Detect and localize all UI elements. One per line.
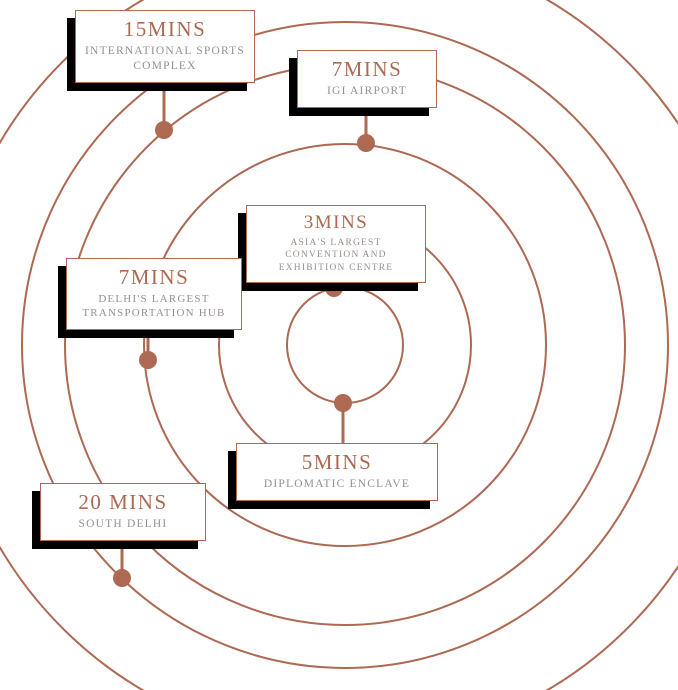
destination-label: ASIA'S LARGEST CONVENTION AND EXHIBITION… bbox=[278, 237, 394, 273]
travel-time: 20 MINS bbox=[78, 490, 168, 514]
location-dot-diplomatic-enclave bbox=[334, 394, 352, 412]
destination-label: DELHI'S LARGEST TRANSPORTATION HUB bbox=[82, 293, 226, 320]
location-dot-south-delhi bbox=[113, 569, 131, 587]
ripple-circle-5 bbox=[21, 21, 669, 669]
location-dot-transportation-hub bbox=[139, 351, 157, 369]
travel-time: 3MINS bbox=[303, 212, 369, 233]
distance-card-convention-centre: 3MINS ASIA'S LARGEST CONVENTION AND EXHI… bbox=[246, 205, 426, 283]
distance-card-igi-airport: 7MINS IGI AIRPORT bbox=[297, 50, 437, 109]
distance-card-transportation-hub: 7MINS DELHI'S LARGEST TRANSPORTATION HUB bbox=[66, 258, 242, 330]
location-dot-international-sports-complex bbox=[155, 121, 173, 139]
ripple-circle-1 bbox=[286, 286, 404, 404]
ripple-circle-3 bbox=[143, 143, 547, 547]
travel-time: 5MINS bbox=[301, 450, 373, 474]
distance-card-diplomatic-enclave: 5MINS DIPLOMATIC ENCLAVE bbox=[236, 443, 438, 502]
travel-time: 15MINS bbox=[123, 17, 207, 41]
destination-label: IGI AIRPORT bbox=[327, 85, 407, 98]
distance-card-international-sports-complex: 15MINS INTERNATIONAL SPORTS COMPLEX bbox=[75, 10, 255, 83]
location-dot-igi-airport bbox=[357, 134, 375, 152]
destination-label: SOUTH DELHI bbox=[78, 518, 168, 531]
travel-time: 7MINS bbox=[331, 57, 403, 81]
destination-label: DIPLOMATIC ENCLAVE bbox=[263, 478, 411, 491]
distance-card-south-delhi: 20 MINS SOUTH DELHI bbox=[40, 483, 206, 542]
destination-label: INTERNATIONAL SPORTS COMPLEX bbox=[85, 45, 245, 73]
location-dot-convention-centre bbox=[325, 279, 343, 297]
travel-time: 7MINS bbox=[118, 265, 190, 289]
